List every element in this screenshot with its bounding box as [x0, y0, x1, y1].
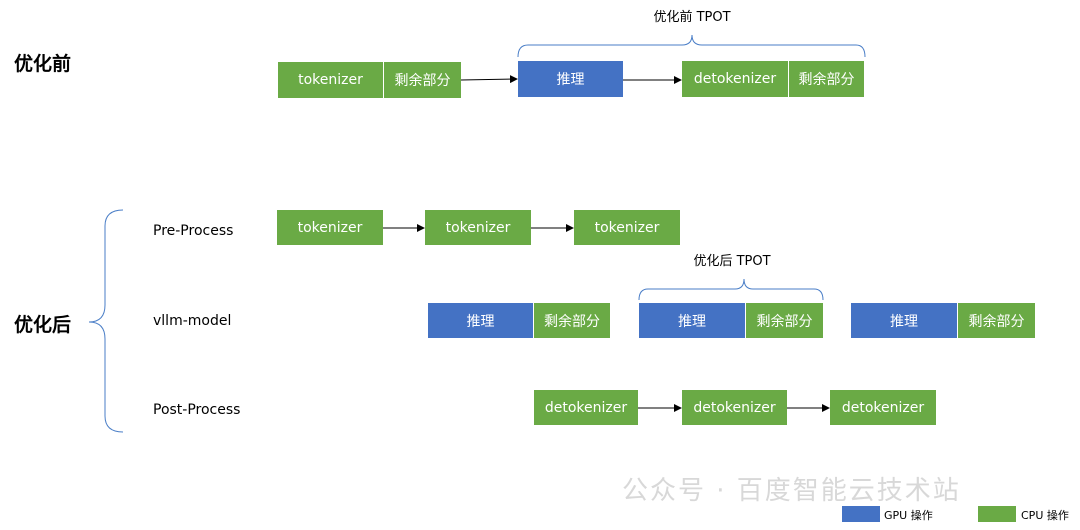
- pre-tokenizer-box-1: tokenizer: [277, 210, 383, 245]
- row-label-vllm-model: vllm-model: [153, 313, 232, 329]
- arrow-before-1: [460, 75, 518, 84]
- before-detok-remaining-box: 剩余部分: [788, 61, 864, 97]
- before-tokenizer-box: tokenizer: [278, 62, 383, 98]
- model-inference-box-1: 推理: [428, 303, 533, 338]
- section-label-after: 优化后: [14, 314, 72, 336]
- pre-tokenizer-box-2: tokenizer: [425, 210, 531, 245]
- before-inference-box: 推理: [518, 61, 623, 97]
- post-detokenizer-box-2: detokenizer: [682, 390, 787, 425]
- legend-cpu-label: CPU 操作: [1021, 509, 1069, 522]
- model-remaining-box-1: 剩余部分: [533, 303, 610, 338]
- row-label-pre-process: Pre-Process: [153, 223, 234, 239]
- tpot-before-bracket: [517, 34, 866, 58]
- post-detokenizer-box-3: detokenizer: [830, 390, 936, 425]
- watermark: 公众号 · 百度智能云技术站: [622, 476, 961, 506]
- tpot-before-label: 优化前 TPOT: [653, 10, 731, 25]
- tpot-after-bracket: [638, 278, 824, 301]
- legend-gpu-swatch: [842, 506, 880, 522]
- section-label-before: 优化前: [14, 53, 72, 75]
- row-label-post-process: Post-Process: [153, 402, 241, 418]
- model-remaining-box-2: 剩余部分: [745, 303, 823, 338]
- legend-cpu-swatch: [978, 506, 1016, 522]
- model-remaining-box-3: 剩余部分: [957, 303, 1035, 338]
- before-detokenizer-box: detokenizer: [682, 61, 788, 97]
- legend-gpu-label: GPU 操作: [884, 509, 933, 522]
- model-inference-box-3: 推理: [851, 303, 957, 338]
- before-remaining-box: 剩余部分: [383, 62, 461, 98]
- post-detokenizer-box-1: detokenizer: [534, 390, 638, 425]
- tpot-after-label: 优化后 TPOT: [693, 254, 771, 269]
- after-curly-brace: [88, 209, 124, 433]
- pre-tokenizer-box-3: tokenizer: [574, 210, 680, 245]
- model-inference-box-2: 推理: [639, 303, 745, 338]
